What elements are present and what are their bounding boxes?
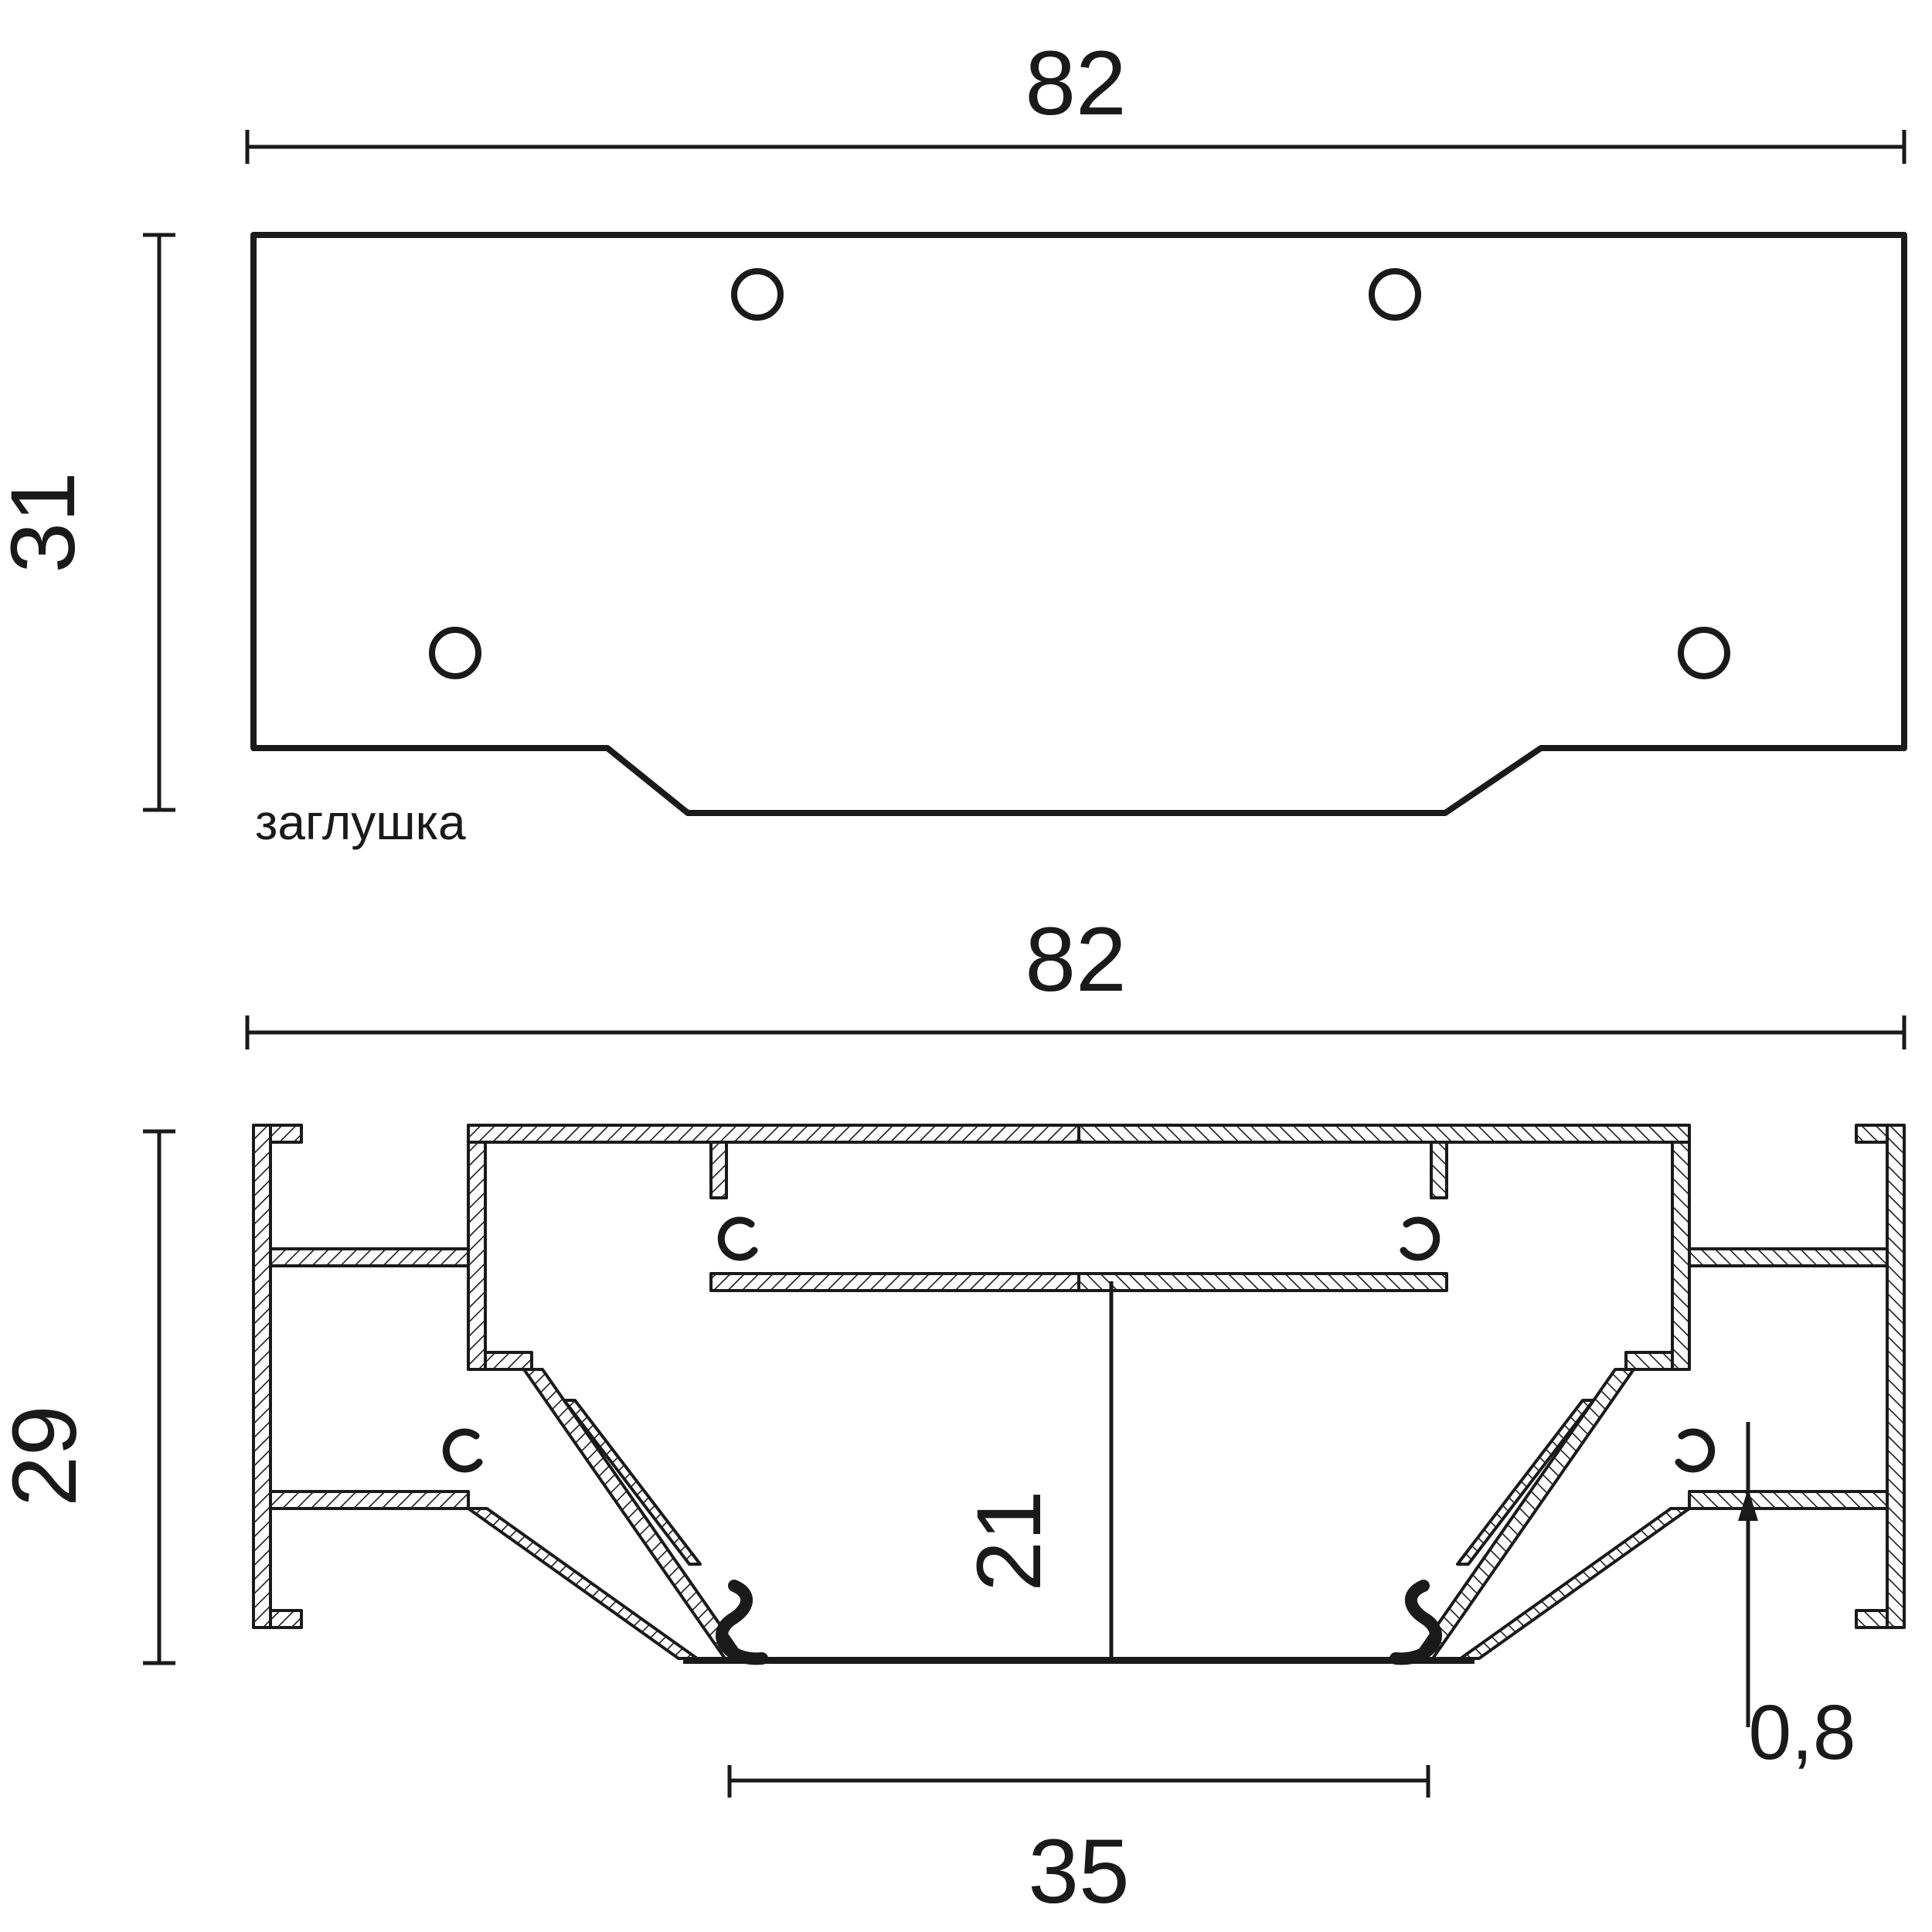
snap-hook-icon	[442, 1428, 483, 1473]
lower-cross-wall	[269, 1490, 470, 1510]
inner-thin-diagonal	[563, 1399, 702, 1566]
dim-inner-height: 21	[958, 1281, 1114, 1660]
outer-web	[252, 1124, 272, 1629]
endcap-caption: заглушка	[255, 794, 466, 850]
profile-right-half	[1079, 1125, 1904, 1664]
arrow-up-icon	[1738, 1488, 1758, 1521]
profile-left-half	[252, 1124, 1080, 1665]
endcap-view	[250, 232, 1907, 816]
dim-profile-height: 29	[0, 1129, 175, 1665]
endcap-hole	[731, 268, 784, 321]
inner-wall	[467, 1124, 487, 1371]
endcap-height-value: 31	[0, 471, 94, 573]
outer-top-flange	[269, 1124, 303, 1144]
profile-height-value: 29	[0, 1405, 96, 1506]
inner-height-value: 21	[958, 1490, 1060, 1591]
spring-clip	[716, 1580, 768, 1665]
dim-opening-width: 35	[727, 1765, 1430, 1923]
endcap-hole	[1369, 268, 1421, 321]
endcap-hole	[1678, 627, 1730, 679]
endcap-hole	[429, 627, 481, 679]
thickness-value: 0,8	[1748, 1689, 1855, 1776]
top-wall-stub	[709, 1141, 728, 1199]
dim-profile-width: 82	[245, 909, 1906, 1049]
dim-thickness: 0,8	[1738, 1422, 1856, 1776]
opening-width-value: 35	[1028, 1821, 1129, 1923]
top-wall	[467, 1124, 1080, 1144]
endcap-outline	[250, 232, 1907, 816]
profile-width-value: 82	[1025, 909, 1126, 1011]
profile-section-view	[252, 1124, 1904, 1665]
snap-hook-icon	[717, 1216, 758, 1261]
outer-bottom-flange	[269, 1609, 303, 1629]
inner-shelf	[484, 1351, 533, 1371]
upper-cross-wall	[269, 1247, 470, 1267]
bottom-plate	[683, 1657, 1079, 1664]
second-wall	[709, 1272, 1080, 1292]
dim-endcap-width: 82	[245, 32, 1906, 164]
endcap-width-value: 82	[1025, 32, 1126, 134]
dim-endcap-height: 31	[0, 233, 175, 812]
